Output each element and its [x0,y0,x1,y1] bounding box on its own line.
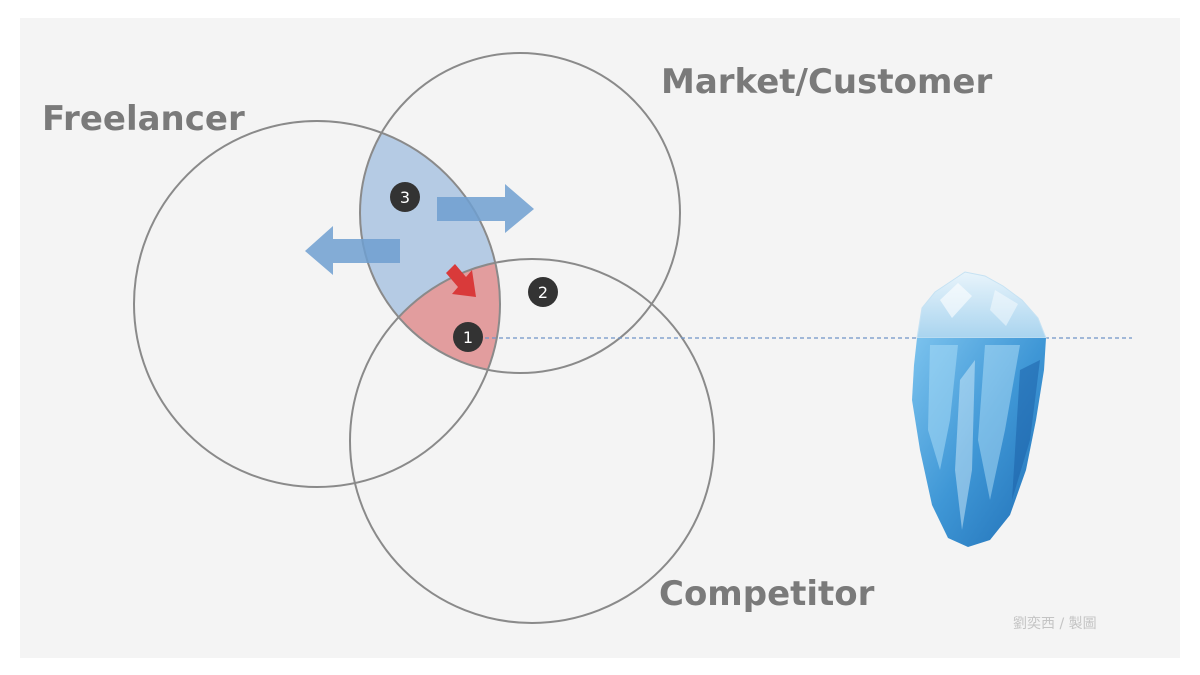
arrow-left-icon [305,226,400,275]
iceberg-icon [912,271,1047,547]
marker-1-text: 1 [463,328,473,347]
arrow-right-icon [437,184,534,233]
marker-1: 1 [453,322,483,352]
market-customer-label: Market/Customer [661,62,993,102]
freelancer-circle [133,120,501,488]
freelancer-label: Freelancer [42,99,245,139]
marker-3: 3 [390,182,420,212]
overlap-all-three [360,259,500,373]
marker-2-text: 2 [538,283,548,302]
marker-2: 2 [528,277,558,307]
market-customer-circle [359,52,681,374]
marker-3-text: 3 [400,188,410,207]
arrow-down-right-icon [446,264,476,297]
competitor-label: Competitor [659,574,875,614]
overlap-freelancer-market [360,121,500,373]
credit-text: 劉奕西 / 製圖 [1013,616,1097,632]
competitor-circle [349,258,715,624]
